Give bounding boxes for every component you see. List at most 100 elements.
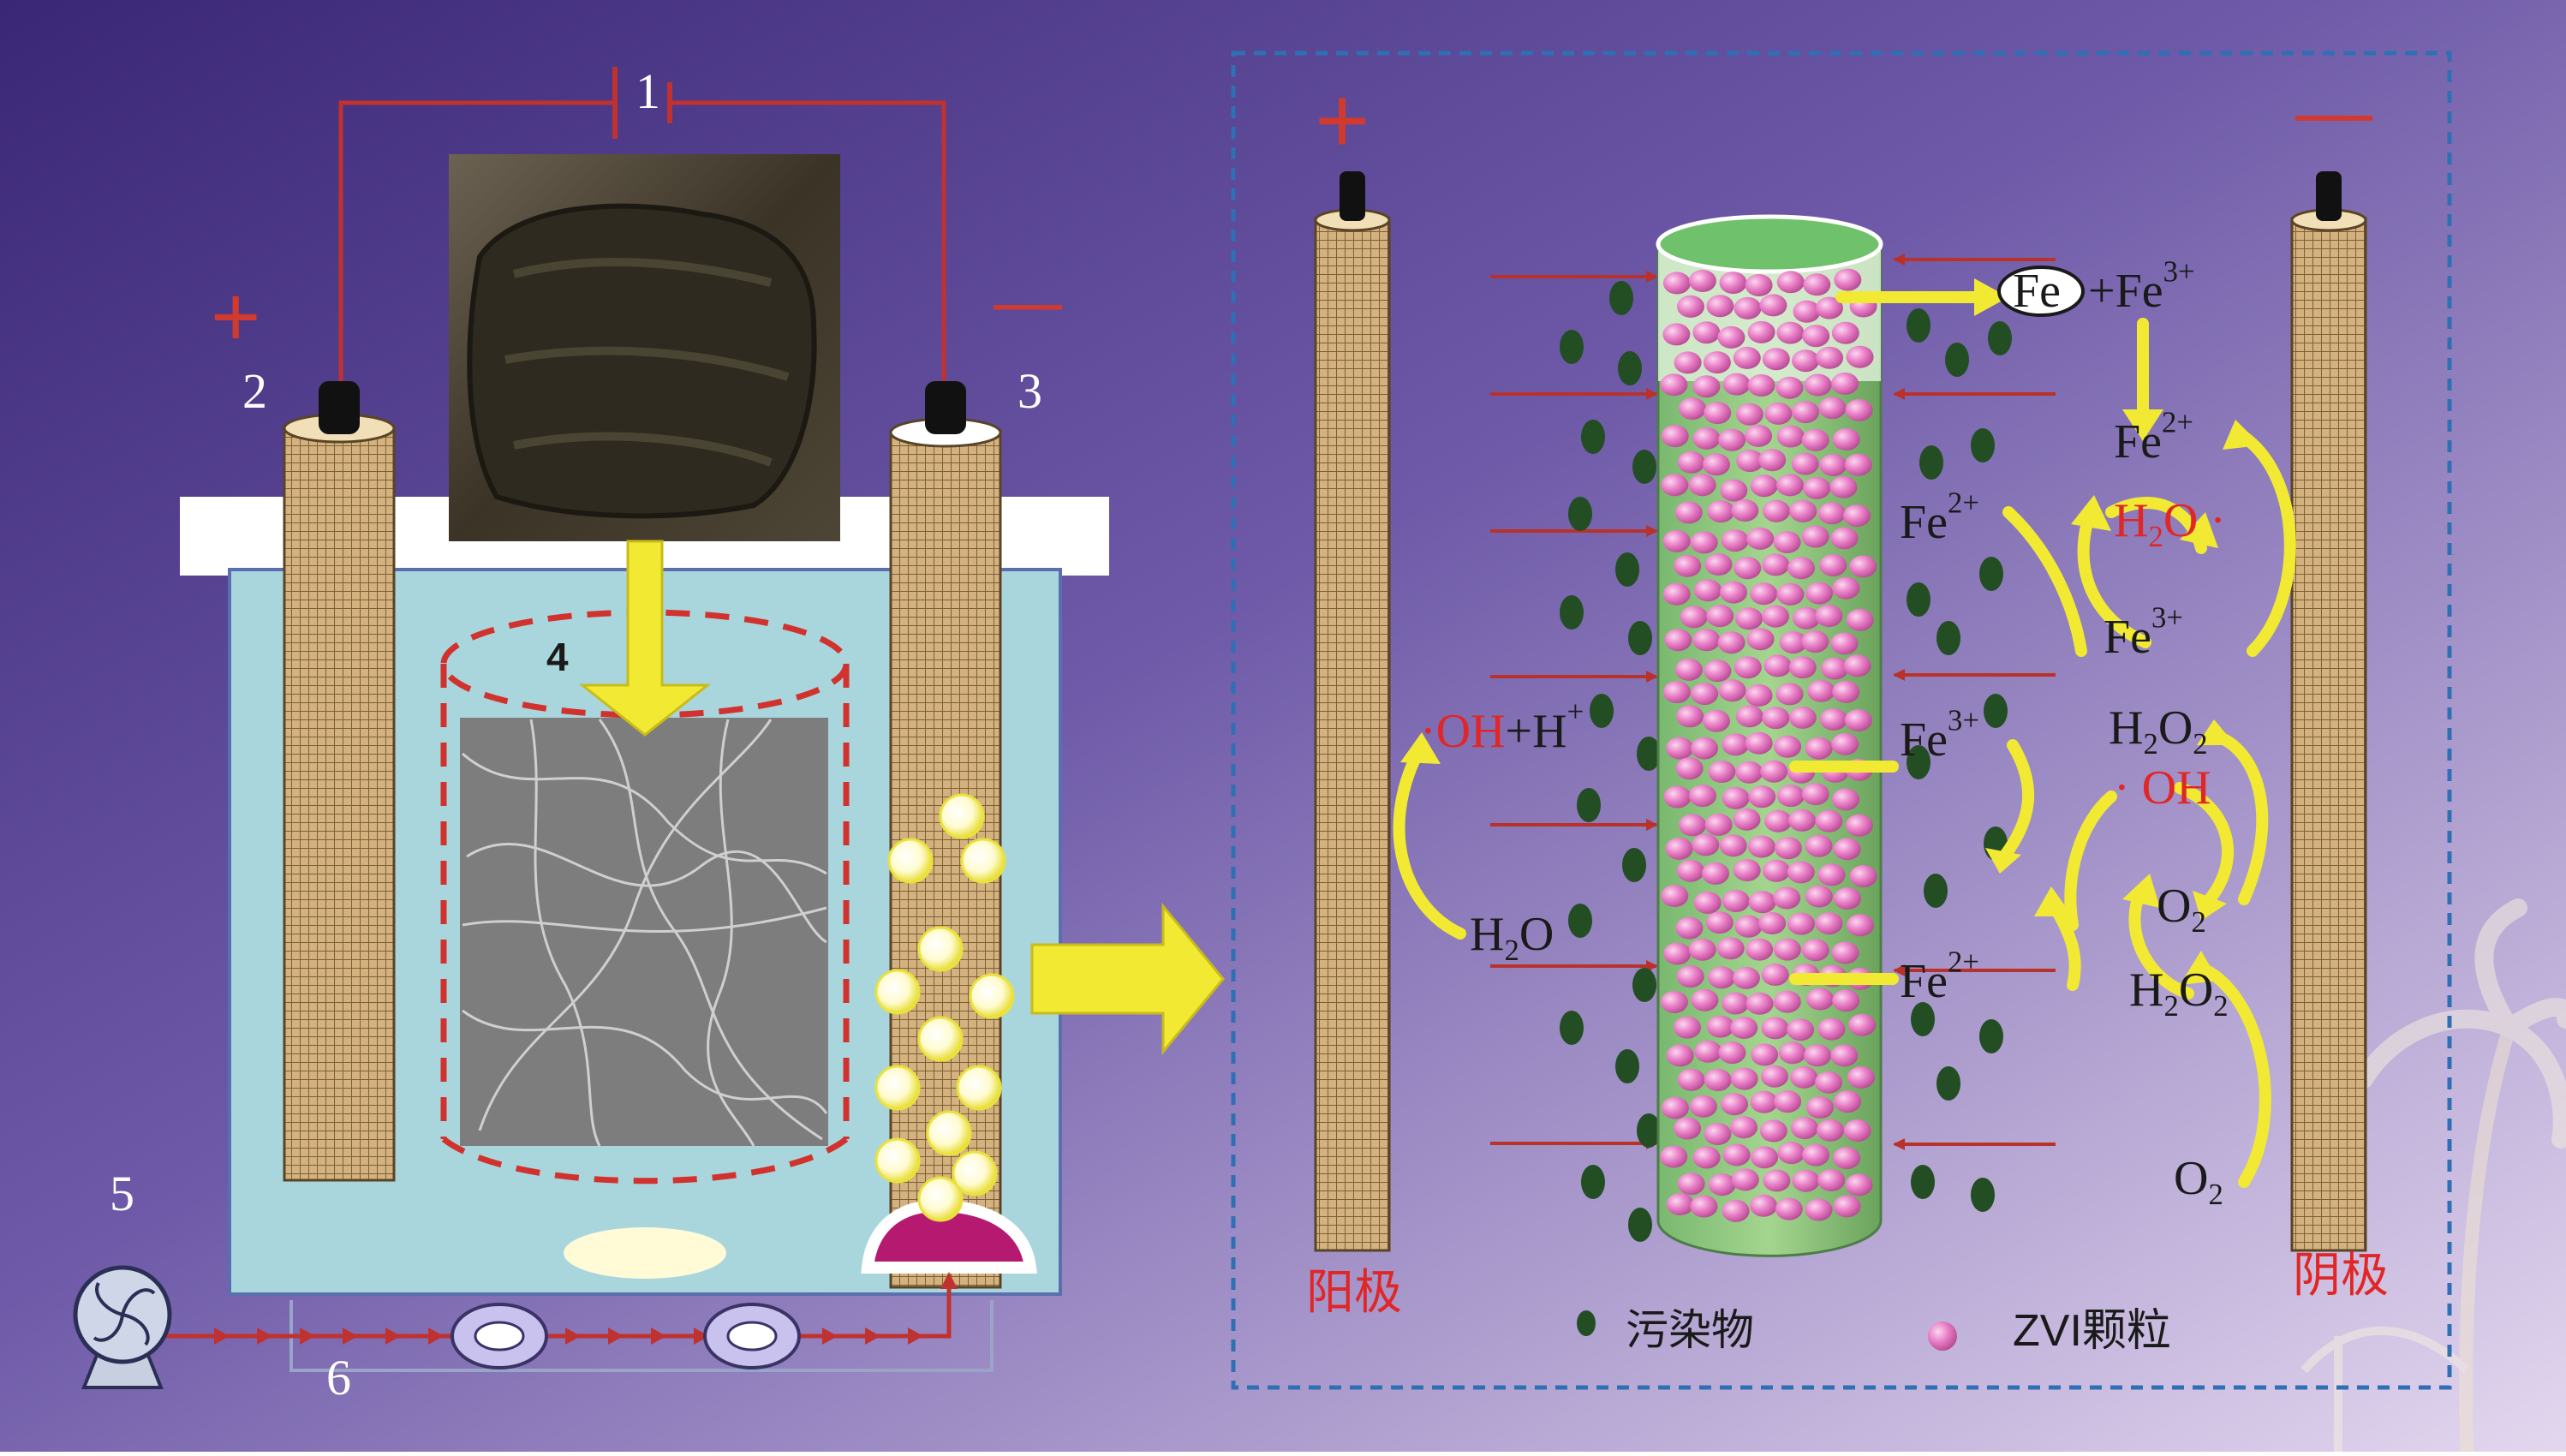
zvi-particle: [1776, 271, 1805, 294]
zvi-particle: [1788, 706, 1817, 729]
zvi-particle: [1801, 525, 1829, 548]
zvi-particle: [1665, 837, 1693, 860]
zvi-particle: [1679, 814, 1706, 837]
right-cathode-sign: —: [2295, 69, 2372, 155]
zvi-particle: [1747, 835, 1775, 858]
zvi-particle: [1736, 450, 1764, 473]
zvi-particle: [1788, 656, 1817, 679]
zvi-particle: [1791, 452, 1819, 475]
zvi-particle: [1807, 679, 1835, 702]
zvi-particle: [1691, 737, 1719, 760]
sem-image: [460, 718, 828, 1147]
zvi-particle: [1847, 914, 1874, 937]
zvi-particle: [1764, 402, 1793, 425]
zvi-particle: [1847, 1066, 1875, 1089]
zvi-particle: [1745, 731, 1773, 755]
zvi-particle: [1674, 554, 1702, 577]
zvi-particle: [1805, 1198, 1833, 1221]
zvi-particle: [1751, 1146, 1779, 1169]
cathode-electrode-right: [2290, 171, 2367, 1252]
zvi-particle: [1693, 892, 1722, 914]
zvi-particle: [1775, 376, 1804, 399]
zvi-particle: [1745, 274, 1773, 296]
electric-field-arrows: [1490, 254, 2056, 1150]
zvi-particle: [1776, 425, 1805, 448]
zvi-particle: [1831, 941, 1859, 964]
right-arrow-to-detail: [1030, 902, 1225, 1056]
label-power-source: 1: [636, 63, 660, 119]
zvi-particle: [1762, 707, 1790, 730]
zvi-particle: [1692, 833, 1720, 856]
zvi-particle: [1832, 989, 1860, 1012]
zvi-particle: [1761, 1017, 1789, 1040]
zvi-particle: [1843, 504, 1871, 528]
anode-label: 阳极: [1306, 1265, 1402, 1321]
zvi-particle: [1805, 834, 1833, 857]
zvi-particle: [1661, 425, 1689, 448]
zvi-particle: [1716, 937, 1745, 960]
zvi-particle: [1722, 373, 1751, 396]
zvi-particle: [1690, 1195, 1718, 1218]
zvi-particle: [1817, 502, 1846, 525]
cathode-fe3-label: Fe3+: [2104, 600, 2183, 664]
zvi-particle: [1704, 1123, 1732, 1145]
zvi-particle: [1787, 557, 1815, 580]
zvi-particle: [1688, 270, 1716, 292]
zvi-particle: [1734, 557, 1762, 580]
fe-circle: [1997, 266, 2085, 317]
flowmeter-2: [703, 1303, 801, 1369]
zvi-particle: [1776, 321, 1805, 344]
zvi-particle: [1762, 348, 1790, 371]
zvi-particle: [1674, 1117, 1702, 1140]
zvi-particle: [1774, 1090, 1802, 1113]
zvi-particle: [1680, 606, 1708, 629]
zvi-particle: [1745, 424, 1773, 447]
zvi-particle: [1674, 501, 1703, 524]
zvi-particle: [1690, 531, 1718, 554]
zvi-particle: [1773, 531, 1801, 553]
zvi-particle: [1801, 428, 1829, 451]
zvi-particle: [1675, 916, 1704, 940]
zvi-particle: [1675, 757, 1704, 780]
zvi-particle: [1722, 992, 1750, 1015]
zvi-particle: [1704, 813, 1733, 836]
zvi-particle: [1750, 474, 1778, 498]
zvi-particle: [1745, 992, 1774, 1015]
zvi-particle: [1735, 761, 1763, 784]
zvi-particle: [1815, 605, 1843, 627]
zvi-particle: [1817, 863, 1846, 886]
zvi-particle: [1703, 453, 1730, 476]
right-anode-sign: +: [1315, 68, 1370, 173]
cathode-oh-radical-label: · OH: [2114, 761, 2211, 815]
label-reactor-number: 4: [546, 635, 569, 679]
zvi-particle: [1731, 499, 1759, 522]
zvi-particle: [1758, 449, 1787, 472]
zvi-particle: [1660, 1145, 1688, 1168]
zvi-particle: [1830, 632, 1859, 655]
palm-tree-decoration: [2300, 898, 2566, 1453]
zvi-particle: [1792, 349, 1820, 373]
zvi-particle: [1805, 885, 1833, 908]
zvi-particle: [1776, 785, 1805, 808]
zvi-particle: [1734, 915, 1763, 938]
zvi-particle: [1773, 886, 1801, 910]
zvi-particle: [1676, 705, 1704, 728]
zvi-particle: [1750, 1194, 1778, 1217]
power-source-symbol: [612, 67, 672, 139]
zvi-particle: [1750, 1090, 1778, 1113]
zvi-particle: [1831, 732, 1859, 755]
zvi-particle: [1793, 606, 1821, 630]
zvi-particle: [1730, 1067, 1758, 1090]
zvi-particle: [1763, 499, 1790, 522]
zvi-particle: [1662, 681, 1691, 703]
zvi-particle: [1689, 1095, 1717, 1118]
zvi-particle: [1849, 555, 1877, 578]
zvi-particle: [1775, 683, 1804, 706]
zvi-particle: [1730, 1116, 1758, 1139]
zvi-particle: [1663, 942, 1692, 965]
zvi-particle: [1677, 1068, 1705, 1091]
zvi-particle: [1730, 1017, 1758, 1039]
zvi-particle: [1735, 705, 1763, 728]
zvi-particle: [1704, 553, 1733, 576]
zvi-particle: [1704, 659, 1732, 683]
